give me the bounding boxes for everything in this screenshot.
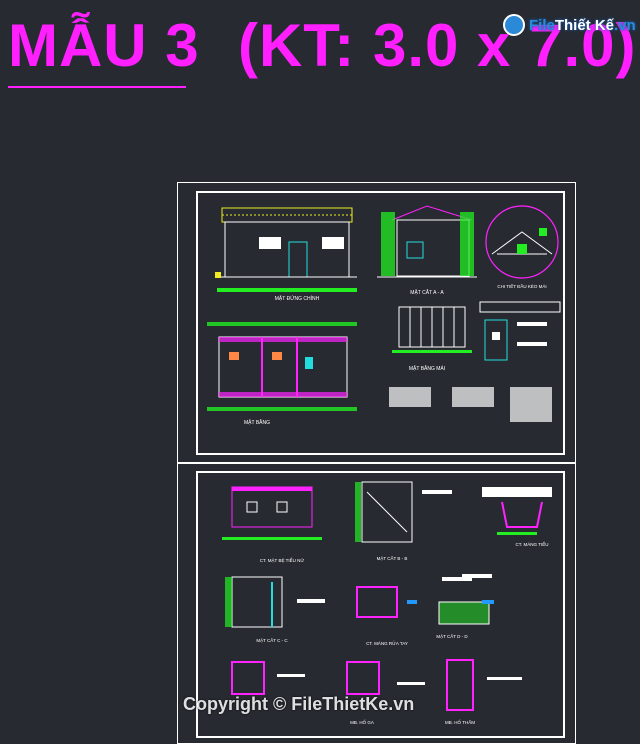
copyright-watermark: Copyright © FileThietKe.vn bbox=[183, 694, 415, 714]
label-front-elevation: MẶT ĐỨNG CHÍNH bbox=[275, 295, 320, 302]
site-logo: FileThiết Kế.vn bbox=[503, 12, 636, 38]
pit-drawings bbox=[231, 659, 522, 711]
section-cc-drawing bbox=[225, 576, 325, 628]
label-urinal-detail: CT. MẶT BỆ TIỂU NỮ bbox=[260, 556, 305, 563]
label-roof-plan: MẶT BẰNG MÁI bbox=[409, 364, 445, 372]
label-sink-detail: CT. MÁNG RỬA TAY bbox=[366, 640, 408, 646]
label-floor-plan: MẶT BẰNG bbox=[244, 418, 270, 426]
section-bb-drawing bbox=[355, 481, 452, 543]
logo-text: FileThiết Kế.vn bbox=[529, 16, 636, 34]
front-elevation-drawing bbox=[215, 207, 357, 292]
label-section-bb: MẶT CẮT B - B bbox=[377, 554, 408, 561]
label-soak-pit: MB. HỐ THẤM bbox=[445, 719, 475, 725]
floor-plan-drawing bbox=[207, 322, 357, 411]
label-section-cc: MẶT CẮT C - C bbox=[256, 636, 288, 643]
section-dd-drawing bbox=[438, 574, 494, 625]
label-pit: MB. HỐ GA bbox=[350, 719, 374, 725]
roof-detail-drawing bbox=[485, 205, 559, 279]
inner-border-bottom bbox=[196, 471, 565, 738]
title-underline bbox=[8, 86, 186, 88]
label-urinal-trough: CT. MÁNG TIỂU bbox=[516, 541, 549, 547]
inner-border-top bbox=[196, 191, 565, 455]
urinal-trough-drawing bbox=[482, 487, 552, 535]
sink-detail-drawing bbox=[356, 577, 472, 618]
label-roof-detail: CHI TIẾT ĐẦU KÈO MÁI bbox=[497, 283, 546, 289]
sheet-frame-top bbox=[177, 182, 576, 463]
urinal-detail-drawing bbox=[222, 486, 322, 540]
title-part-2: (KT: 3.0 x 7.0) bbox=[238, 12, 637, 79]
cad-drawing-sheet: MẶT ĐỨNG CHÍNH MẶT CẮT A - A CHI TIẾT ĐẦ… bbox=[177, 182, 576, 744]
logo-badge-icon bbox=[503, 14, 525, 36]
title-part-1: MẪU 3 bbox=[8, 12, 200, 79]
label-section-dd: MẶT CẮT D - D bbox=[436, 632, 468, 639]
label-section-aa: MẶT CẮT A - A bbox=[410, 288, 444, 296]
section-aa-drawing bbox=[377, 205, 477, 278]
roof-plan-drawing bbox=[392, 306, 472, 353]
drawing-title: MẪU 3 (KT: 3.0 x 7.0) bbox=[8, 12, 635, 79]
